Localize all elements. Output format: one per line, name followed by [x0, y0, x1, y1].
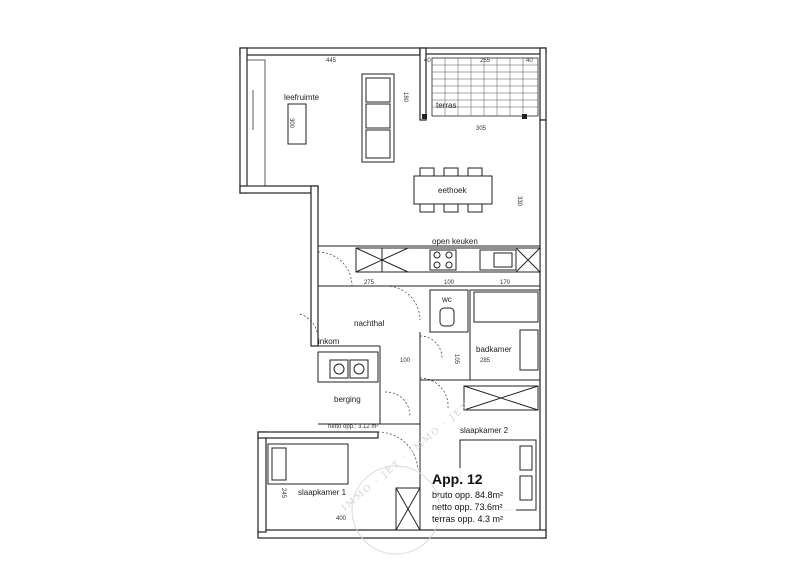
- dim-40b: 40: [526, 58, 533, 64]
- dining-table: [413, 167, 493, 213]
- dim-300: 300: [288, 118, 294, 129]
- room-eethoek: eethoek: [438, 186, 467, 195]
- room-slaapkamer-1: slaapkamer 1: [298, 488, 347, 497]
- room-slaapkamer-2: slaapkamer 2: [460, 426, 509, 435]
- room-leefruimte: leefruimte: [284, 93, 320, 102]
- washing-machines: [329, 359, 369, 379]
- terrace-post-2: [522, 114, 527, 119]
- info-title: App. 12: [432, 471, 483, 487]
- dim-305: 305: [476, 126, 487, 132]
- dim-105: 105: [453, 354, 459, 365]
- dim-40: 40: [424, 58, 431, 64]
- room-inkom: inkom: [318, 337, 340, 346]
- dim-170: 170: [500, 280, 511, 286]
- room-berging: berging: [334, 395, 361, 404]
- bath-tub: [473, 291, 539, 323]
- dim-275: 275: [364, 280, 375, 286]
- room-badkamer: badkamer: [476, 345, 512, 354]
- bath-sink: [519, 329, 539, 371]
- info-netto: netto opp. 73.6m²: [432, 502, 503, 512]
- tv-unit: [287, 103, 307, 145]
- dim-100: 100: [444, 280, 455, 286]
- dim-245: 245: [280, 488, 286, 499]
- exterior-walls: [239, 47, 547, 539]
- terrace-post: [422, 114, 427, 119]
- dim-330: 330: [516, 196, 522, 207]
- dim-netto-berging: netto opp.: 3.12 m²: [328, 424, 378, 430]
- dim-445: 445: [326, 58, 337, 64]
- dim-100b: 100: [400, 358, 411, 364]
- dim-180: 180: [402, 92, 408, 103]
- dim-255: 255: [480, 58, 491, 64]
- terrace-tiles: [431, 57, 539, 117]
- wardrobe-bedroom-1: [395, 487, 421, 531]
- dim-400: 400: [336, 516, 347, 522]
- room-wc: wc: [441, 295, 452, 304]
- sofa: [361, 73, 395, 163]
- living-window: [246, 59, 266, 187]
- kitchen-counter: [355, 247, 541, 273]
- room-nachthal: nachthal: [354, 319, 384, 328]
- bed-bedroom-1: [267, 443, 349, 485]
- dim-285: 285: [480, 358, 491, 364]
- door-swings: [299, 251, 449, 471]
- info-background: [428, 468, 516, 528]
- wardrobe-bedroom-2: [463, 385, 539, 411]
- room-open-keuken: open keuken: [432, 237, 478, 246]
- wc-fixture: [439, 307, 455, 327]
- info-terras: terras opp. 4.3 m²: [432, 514, 503, 524]
- room-terras: terras: [436, 101, 456, 110]
- info-bruto: bruto opp. 84.8m²: [432, 490, 503, 500]
